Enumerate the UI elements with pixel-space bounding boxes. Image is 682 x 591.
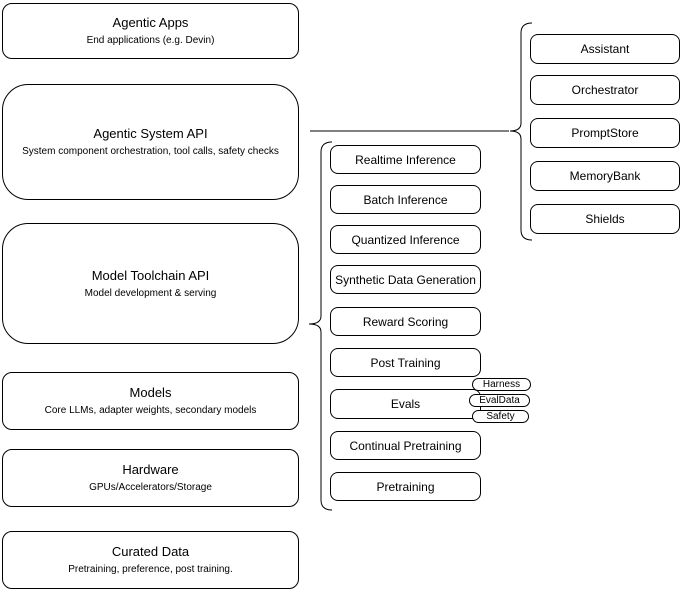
node-quantized-inference: Quantized Inference	[330, 225, 481, 254]
node-evals: Evals	[330, 389, 481, 419]
node-shields: Shields	[530, 204, 680, 234]
node-reward-scoring: Reward Scoring	[330, 307, 481, 336]
node-orchestrator: Orchestrator	[530, 75, 680, 105]
node-assistant: Assistant	[530, 34, 680, 64]
toolchain-brace	[308, 141, 333, 511]
node-synthetic-data-generation: Synthetic Data Generation	[330, 265, 481, 294]
node-realtime-inference: Realtime Inference	[330, 145, 481, 174]
node-hardware: Hardware GPUs/Accelerators/Storage	[2, 449, 299, 507]
node-agentic-system-api: Agentic System API System component orch…	[2, 84, 299, 200]
node-title: Curated Data	[111, 544, 190, 559]
pill-harness: Harness	[472, 378, 531, 391]
node-subtitle: GPUs/Accelerators/Storage	[89, 482, 212, 493]
node-models: Models Core LLMs, adapter weights, secon…	[2, 372, 299, 430]
node-continual-pretraining: Continual Pretraining	[330, 431, 481, 460]
node-title: Model Toolchain API	[91, 267, 210, 283]
node-memorybank: MemoryBank	[530, 161, 680, 191]
node-subtitle: Pretraining, preference, post training.	[68, 564, 233, 575]
node-subtitle: System component orchestration, tool cal…	[22, 146, 279, 157]
pill-safety: Safety	[472, 410, 529, 423]
node-pretraining: Pretraining	[330, 472, 481, 501]
pill-evaldata: EvalData	[469, 394, 530, 407]
node-batch-inference: Batch Inference	[330, 185, 481, 214]
node-title: Agentic Apps	[112, 15, 189, 30]
system-components-brace	[509, 22, 533, 241]
node-promptstore: PromptStore	[530, 118, 680, 148]
node-model-toolchain-api: Model Toolchain API Model development & …	[2, 223, 299, 344]
node-title: Models	[129, 385, 172, 400]
node-curated-data: Curated Data Pretraining, preference, po…	[2, 531, 299, 589]
node-post-training: Post Training	[330, 348, 481, 377]
node-subtitle: End applications (e.g. Devin)	[86, 35, 215, 46]
node-subtitle: Core LLMs, adapter weights, secondary mo…	[44, 405, 257, 416]
node-title: Agentic System API	[93, 126, 208, 141]
node-subtitle: Model development & serving	[84, 287, 217, 299]
node-title: Hardware	[122, 462, 179, 477]
node-agentic-apps: Agentic Apps End applications (e.g. Devi…	[2, 3, 299, 59]
